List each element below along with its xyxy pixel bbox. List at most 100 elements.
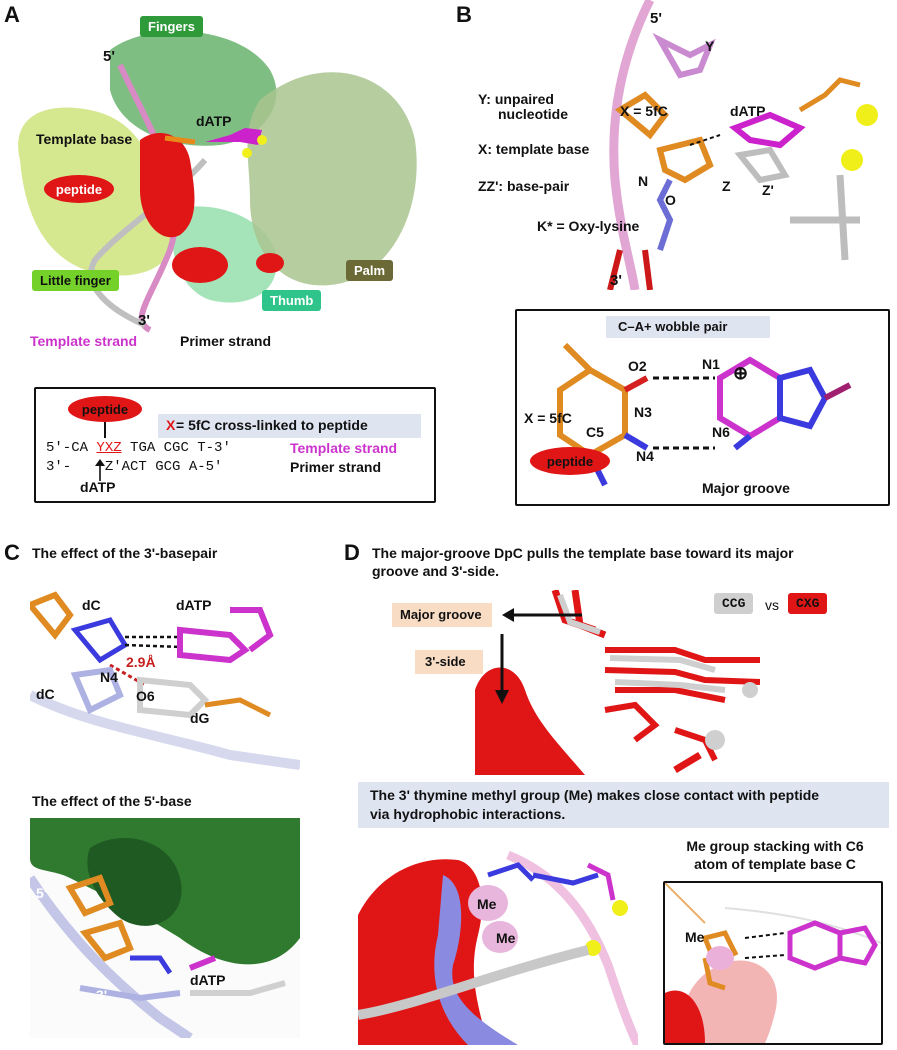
d-me-2: Me (496, 930, 516, 946)
primer-seq-pre: 3'- (46, 459, 105, 475)
b-y-label: Y (705, 38, 715, 54)
wobble-major-groove: Major groove (702, 480, 790, 496)
a-peptide-oval: peptide (44, 175, 114, 203)
d-methyl-1: The 3' thymine methyl group (Me) makes c… (370, 787, 820, 803)
wobble-c5: C5 (586, 424, 604, 440)
d-methyl-2: via hydrophobic interactions. (370, 806, 566, 822)
panel-b-structure (590, 0, 890, 290)
b-o-label: O (665, 192, 676, 208)
c-dc-top: dC (82, 597, 101, 613)
panel-b-structure-art (607, 0, 878, 290)
panel-c-top-structure (30, 575, 300, 770)
panel-c-letter: C (4, 540, 20, 565)
b-k-desc: K* = Oxy-lysine (537, 218, 640, 234)
box-datp-label: dATP (80, 479, 116, 495)
primer-strand-label: Primer strand (180, 333, 272, 349)
stacking-inset-art (665, 883, 881, 1043)
datp-up-arrow (95, 459, 105, 481)
box-template-strand: Template strand (290, 440, 398, 456)
c-five-prime: 5' (36, 885, 48, 901)
b-x-eq: X = 5fC (620, 103, 668, 119)
three-side-tag (415, 650, 483, 674)
panel-a-letter: A (4, 2, 20, 27)
b-five-prime: 5' (650, 10, 662, 27)
b-x-desc: X: template base (478, 141, 590, 157)
c-title-2: The effect of the 5'-base (32, 793, 192, 809)
wobble-n3: N3 (634, 404, 652, 420)
c-distance: 2.9Å (126, 654, 156, 670)
d-major-groove: Major groove (400, 607, 482, 622)
d-title-1: The major-groove DpC pulls the template … (372, 545, 794, 561)
d-stack-1: Me group stacking with C6 (686, 838, 864, 854)
b-y-desc-2: nucleotide (498, 106, 569, 122)
d-three-side: 3'-side (425, 654, 466, 669)
d-bottom-art (358, 850, 638, 1045)
wobble-n6: N6 (712, 424, 730, 440)
thumb-label: Thumb (262, 290, 322, 311)
b-n-label: N (638, 173, 649, 189)
b-three-prime: 3' (610, 272, 622, 289)
c-datp-2: dATP (190, 972, 226, 988)
wobble-n4: N4 (636, 448, 654, 464)
c-dc-bottom: dC (36, 686, 55, 702)
crosslink-note (158, 414, 421, 438)
peptide-link-line (104, 422, 106, 438)
d-me-1: Me (477, 896, 497, 912)
wobble-peptide-oval: peptide (530, 447, 610, 475)
panel-d-bottom-structure (358, 835, 638, 1045)
c-title-1: The effect of the 3'-basepair (32, 545, 218, 561)
wobble-o2: O2 (628, 358, 647, 374)
template-base-label: Template base (36, 131, 133, 147)
primer-seq-post: Z'ACT GCG A-5' (104, 459, 223, 475)
stacking-inset (663, 881, 883, 1045)
template-strand-label: Template strand (30, 333, 138, 349)
three-side-arrow (495, 634, 509, 704)
crosslink-desc: = 5fC cross-linked to peptide (176, 417, 368, 433)
wobble-n1: N1 (702, 356, 720, 372)
d-title-2: groove and 3'-side. (372, 563, 500, 579)
template-seq-post: TGA CGC T-3' (121, 440, 231, 456)
fingers-label: Fingers (140, 16, 203, 37)
wobble-title-bg (606, 316, 770, 338)
palm-label: Palm (346, 260, 394, 281)
d-stack-2: atom of template base C (694, 856, 856, 872)
b-datp-label: dATP (730, 103, 766, 119)
panel-c-bottom-structure (30, 818, 300, 1038)
template-seq-line: 5'-CA YXZ TGA CGC T-3' (46, 440, 231, 456)
panel-d-letter: D (344, 540, 360, 565)
b-y-desc-1: Y: unpaired (478, 91, 554, 107)
b-zz-desc: ZZ': base-pair (478, 178, 570, 194)
crosslink-x: X (166, 417, 176, 433)
c-dg: dG (190, 710, 210, 726)
c-three-prime: 3' (96, 987, 108, 1003)
little-finger-label: Little finger (32, 270, 119, 291)
b-zp-label: Z' (762, 182, 774, 198)
c-datp: dATP (176, 597, 212, 613)
major-groove-tag (392, 603, 492, 627)
wobble-title: C–A+ wobble pair (618, 319, 728, 334)
methyl-note (358, 782, 889, 828)
c-bottom-art (30, 818, 300, 1038)
panel-b-letter: B (456, 2, 472, 27)
c-top-art (30, 591, 300, 770)
a-five-prime: 5' (103, 48, 115, 65)
a-datp-label: dATP (196, 113, 232, 129)
major-groove-arrow (502, 608, 582, 622)
box-primer-strand: Primer strand (290, 459, 382, 475)
cxg-badge: CXG (788, 593, 828, 614)
d-me-3: Me (685, 929, 705, 945)
d-vs: vs (765, 597, 779, 613)
template-seq-pre: 5'-CA (46, 440, 97, 456)
a-three-prime: 3' (138, 312, 150, 329)
panel-a-structure-art (18, 31, 417, 333)
primer-seq-line: 3'- Z'ACT GCG A-5' (46, 459, 222, 475)
c-o6: O6 (136, 688, 155, 704)
b-z-label: Z (722, 178, 731, 194)
panel-a-structure (0, 10, 430, 350)
wobble-pair-art (557, 342, 852, 487)
wobble-plus: ⊕ (733, 363, 749, 383)
template-seq-yxz: YXZ (96, 440, 122, 456)
wobble-x5fc: X = 5fC (524, 410, 572, 426)
box-peptide-oval: peptide (68, 396, 142, 422)
c-n4: N4 (100, 669, 118, 685)
